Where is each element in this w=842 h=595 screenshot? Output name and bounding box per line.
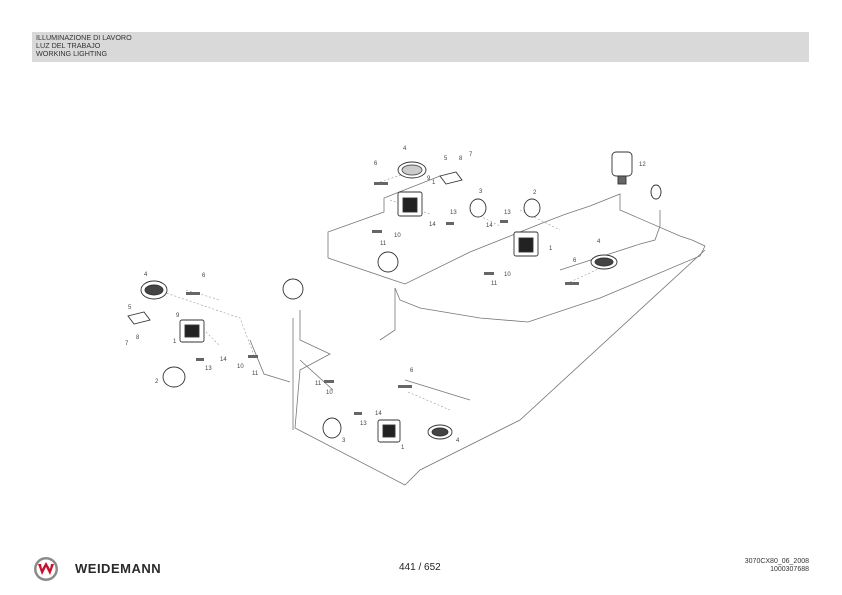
title-english: WORKING LIGHTING bbox=[36, 49, 108, 58]
callout-4b: 4 bbox=[597, 239, 601, 245]
callout-14c: 14 bbox=[220, 357, 227, 363]
callout-1d: 1 bbox=[401, 445, 405, 451]
callout-5c: 5 bbox=[128, 305, 132, 311]
callout-10b: 10 bbox=[504, 272, 511, 278]
document-code: 3070CX80_06_2008 bbox=[744, 558, 809, 565]
fittings bbox=[186, 182, 579, 415]
callout-13d: 13 bbox=[360, 421, 367, 427]
document-code-block: 3070CX80_06_2008 1000307688 bbox=[745, 558, 809, 574]
callout-10c: 10 bbox=[237, 364, 244, 370]
callout-7c: 7 bbox=[125, 341, 129, 347]
callout-labels: 1 2 3 4 5 6 7 8 9 10 11 12 13 14 13 14 1… bbox=[125, 146, 646, 451]
callout-12: 12 bbox=[639, 162, 646, 168]
callout-8c: 8 bbox=[136, 335, 140, 341]
callout-6d: 6 bbox=[410, 368, 414, 374]
round-work-lamp-2 bbox=[523, 198, 541, 218]
callout-14d: 14 bbox=[375, 411, 382, 417]
callout-10: 10 bbox=[394, 233, 401, 239]
callout-13b: 13 bbox=[504, 210, 511, 216]
connector-left bbox=[282, 278, 304, 300]
callout-7: 7 bbox=[469, 152, 473, 158]
round-work-lamp-left bbox=[162, 366, 186, 388]
callout-4: 4 bbox=[403, 146, 407, 152]
callout-9: 9 bbox=[427, 176, 431, 182]
callout-13: 13 bbox=[450, 210, 457, 216]
callout-4d: 4 bbox=[456, 438, 460, 444]
part-number: 1000307688 bbox=[770, 566, 809, 573]
callout-14: 14 bbox=[429, 222, 436, 228]
callout-6b: 6 bbox=[573, 258, 577, 264]
weidemann-w-logo-icon bbox=[34, 557, 58, 581]
callout-11d: 11 bbox=[315, 381, 322, 387]
header-bar: ILLUMINAZIONE DI LAVORO LUZ DEL TRABAJO … bbox=[32, 32, 809, 62]
brand-name: WEIDEMANN bbox=[75, 561, 162, 576]
callout-2c: 2 bbox=[155, 379, 159, 385]
callout-2: 2 bbox=[533, 190, 537, 196]
round-work-lamp-bottom bbox=[322, 417, 342, 439]
components bbox=[127, 151, 662, 443]
callout-5: 5 bbox=[444, 156, 448, 162]
callout-1b: 1 bbox=[549, 246, 553, 252]
callout-6: 6 bbox=[374, 161, 378, 167]
rotating-beacon bbox=[611, 151, 633, 177]
callout-10d: 10 bbox=[326, 390, 333, 396]
callout-11: 11 bbox=[380, 241, 387, 247]
callout-8: 8 bbox=[459, 156, 463, 162]
callout-3: 3 bbox=[479, 189, 483, 195]
callout-13c: 13 bbox=[205, 366, 212, 372]
callout-4c: 4 bbox=[144, 272, 148, 278]
connector-center bbox=[377, 251, 399, 273]
callout-3d: 3 bbox=[342, 438, 346, 444]
callout-1c: 1 bbox=[173, 339, 177, 345]
title-italian: ILLUMINAZIONE DI LAVORO bbox=[36, 33, 132, 42]
wiring-harness bbox=[249, 175, 706, 486]
callout-11b: 11 bbox=[491, 281, 498, 287]
callout-9c: 9 bbox=[176, 313, 180, 319]
callout-6c: 6 bbox=[202, 273, 206, 279]
page-number: 441 / 652 bbox=[399, 562, 441, 573]
bracket-left bbox=[127, 311, 151, 325]
title-spanish: LUZ DEL TRABAJO bbox=[36, 41, 101, 50]
round-work-lamp-3 bbox=[469, 198, 487, 218]
beacon-base bbox=[650, 184, 662, 200]
callout-11c: 11 bbox=[252, 371, 259, 377]
callout-14b: 14 bbox=[486, 223, 493, 229]
callout-1: 1 bbox=[432, 180, 436, 186]
bracket-top bbox=[439, 171, 463, 185]
